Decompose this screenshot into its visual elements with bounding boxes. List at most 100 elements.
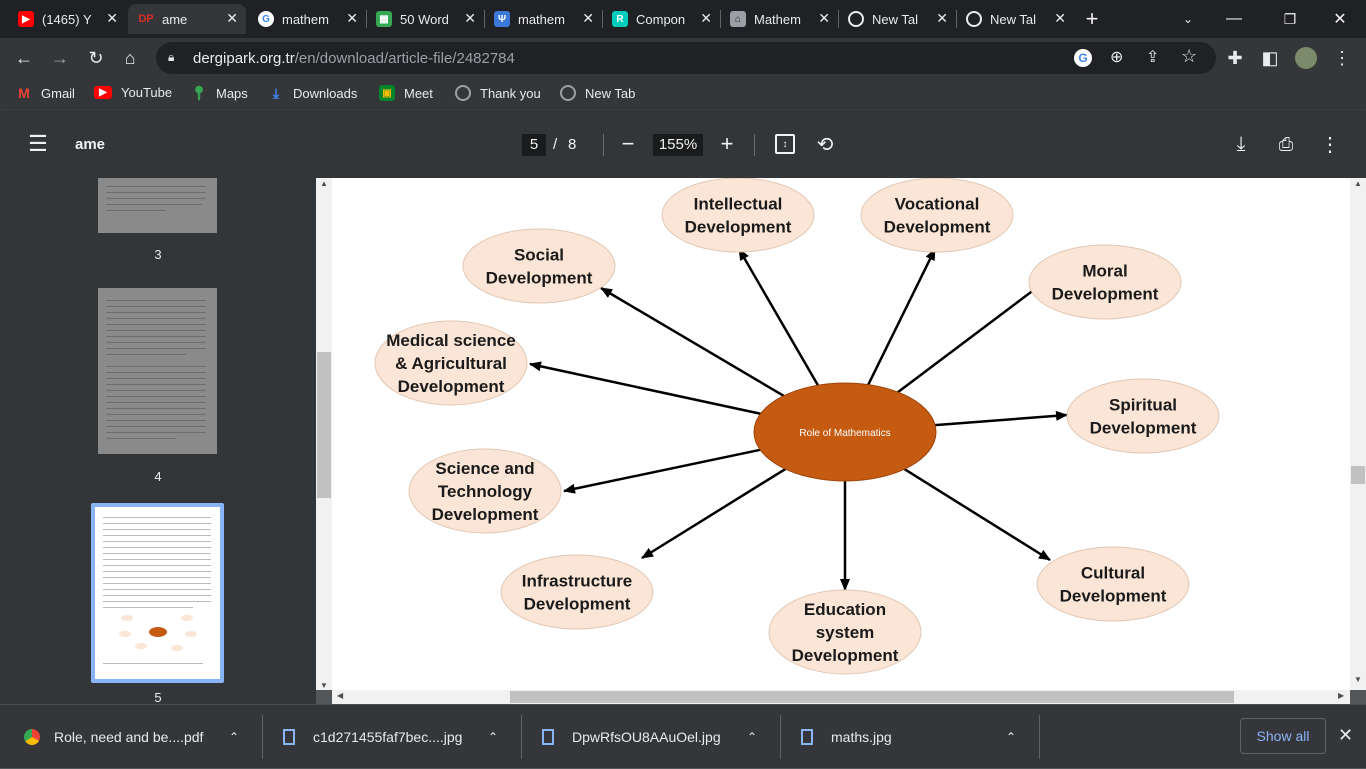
close-download-bar-icon[interactable]: ✕	[1338, 725, 1354, 745]
download-filename: c1d271455faf7bec....jpg	[313, 729, 463, 745]
tab-search-chevron-icon[interactable]: ⌄	[1182, 12, 1194, 26]
tab-50-words[interactable]: ▦ 50 Word ✕	[366, 4, 484, 34]
close-icon[interactable]: ✕	[818, 10, 830, 26]
page-thumbnail-5-selected[interactable]	[91, 503, 224, 683]
bookmark-youtube[interactable]: ▶ YouTube	[94, 85, 172, 100]
reload-button[interactable]: ↻	[88, 47, 104, 68]
sidebar-menu-icon[interactable]: ☰	[28, 131, 48, 156]
scroll-up-icon[interactable]: ▲	[1354, 179, 1362, 188]
download-icon[interactable]: ⤓	[1236, 132, 1246, 155]
scrollbar-thumb[interactable]	[1351, 466, 1365, 484]
close-icon[interactable]: ✕	[936, 10, 948, 26]
close-window-button[interactable]: ✕	[1333, 11, 1347, 28]
restore-button[interactable]: ❐	[1283, 10, 1297, 27]
page-thumbnail-3[interactable]	[98, 178, 217, 233]
minimize-button[interactable]: —	[1226, 10, 1242, 27]
diagram-node-label: Technology	[438, 482, 533, 501]
bookmark-label: Thank you	[480, 85, 541, 101]
scroll-left-icon[interactable]: ◀	[337, 691, 344, 700]
bookmark-thank-you[interactable]: Thank you	[455, 85, 541, 101]
new-tab-button[interactable]: +	[1085, 6, 1099, 31]
bookmark-gmail[interactable]: M Gmail	[16, 85, 75, 101]
download-item[interactable]: maths.jpg ⌃	[801, 705, 1031, 769]
pdf-title: ame	[75, 136, 106, 153]
diagram-node-label: Infrastructure	[522, 572, 633, 591]
vertical-scrollbar[interactable]: ▲ ▼	[1350, 178, 1366, 690]
tree-icon: Ψ	[494, 11, 510, 27]
bookmark-new-tab[interactable]: New Tab	[560, 85, 635, 101]
download-item[interactable]: Role, need and be....pdf ⌃	[24, 705, 254, 769]
diagram-arrow	[897, 282, 1044, 394]
rotate-icon[interactable]: ⟲	[816, 133, 834, 156]
chevron-up-icon[interactable]: ⌃	[747, 730, 758, 744]
scroll-right-icon[interactable]: ▶	[1338, 691, 1345, 700]
tab-mathematics-school[interactable]: ⌂ Mathem ✕	[720, 4, 838, 34]
scrollbar-thumb[interactable]	[317, 352, 331, 498]
left-scrollbar[interactable]: ▲ ▼	[316, 178, 332, 690]
scrollbar-thumb[interactable]	[510, 691, 1234, 703]
chevron-up-icon[interactable]: ⌃	[1006, 730, 1017, 744]
thumbnail-number: 5	[154, 690, 162, 704]
tab-label: Mathem	[754, 11, 801, 27]
chevron-up-icon[interactable]: ⌃	[229, 730, 240, 744]
download-item[interactable]: DpwRfsOU8AAuOel.jpg ⌃	[542, 705, 772, 769]
side-panel-icon[interactable]: ◧	[1261, 47, 1279, 68]
close-icon[interactable]: ✕	[700, 10, 712, 26]
show-all-button[interactable]: Show all	[1240, 718, 1326, 754]
page-number-input[interactable]: 5	[522, 134, 546, 156]
close-icon[interactable]: ✕	[1054, 10, 1066, 26]
school-icon: ⌂	[730, 11, 746, 27]
diagram-node-label: Development	[432, 505, 539, 524]
bookmark-star-icon[interactable]: ☆	[1181, 46, 1198, 66]
tab-dergipark-active[interactable]: DP ame ✕	[128, 4, 246, 34]
tab-mathematics-tree[interactable]: Ψ mathem ✕	[484, 4, 602, 34]
zoom-out-button[interactable]: −	[621, 131, 635, 156]
close-icon[interactable]: ✕	[106, 10, 118, 26]
bookmark-downloads[interactable]: ⤓ Downloads	[268, 85, 357, 101]
url-text[interactable]: dergipark.org.tr/en/download/article-fil…	[193, 50, 515, 67]
back-button[interactable]: ←	[15, 47, 33, 68]
bookmark-maps[interactable]: 📍︎ Maps	[190, 85, 248, 101]
tab-youtube[interactable]: ▶ (1465) Y ✕	[8, 4, 126, 34]
close-icon[interactable]: ✕	[226, 10, 238, 26]
close-icon[interactable]: ✕	[346, 10, 358, 26]
more-actions-icon[interactable]: ⋮	[1320, 133, 1340, 156]
menu-kebab-icon[interactable]: ⋮	[1333, 47, 1351, 68]
tab-google-search[interactable]: G mathem ✕	[248, 4, 366, 34]
scroll-down-icon[interactable]: ▼	[1354, 675, 1362, 684]
lock-icon[interactable]: 🔒︎	[168, 50, 175, 64]
tab-divider	[366, 10, 367, 28]
chevron-up-icon[interactable]: ⌃	[488, 730, 499, 744]
diagram-node-shape	[374, 320, 528, 406]
profile-avatar[interactable]	[1295, 47, 1317, 69]
share-icon[interactable]: ⇪	[1146, 49, 1160, 66]
diagram-arrow	[867, 248, 937, 386]
download-item[interactable]: c1d271455faf7bec....jpg ⌃	[283, 705, 513, 769]
home-button[interactable]: ⌂	[124, 47, 136, 68]
zoom-level-input[interactable]: 155%	[653, 134, 703, 156]
zoom-in-button[interactable]: +	[720, 131, 734, 156]
forward-button[interactable]: →	[51, 47, 69, 68]
page-thumbnail-4[interactable]	[98, 288, 217, 454]
bookmark-meet[interactable]: ▣ Meet	[379, 85, 433, 101]
close-icon[interactable]: ✕	[582, 10, 594, 26]
extensions-icon[interactable]: ✚	[1227, 47, 1243, 68]
scroll-down-icon[interactable]: ▼	[320, 681, 328, 690]
print-icon[interactable]: ⎙	[1278, 133, 1294, 154]
tab-label: mathem	[282, 11, 329, 27]
close-icon[interactable]: ✕	[464, 10, 476, 26]
address-bar[interactable]: 🔒︎ dergipark.org.tr/en/download/article-…	[156, 42, 1216, 74]
scroll-up-icon[interactable]: ▲	[320, 179, 328, 188]
chrome-icon	[24, 729, 40, 745]
google-lens-icon[interactable]: G	[1074, 49, 1092, 67]
gmail-icon: M	[18, 85, 30, 101]
zoom-icon[interactable]: ⊕	[1110, 49, 1124, 66]
tab-researchgate[interactable]: R Compon ✕	[602, 4, 720, 34]
tab-new-tab-1[interactable]: New Tal ✕	[838, 4, 956, 34]
horizontal-scrollbar[interactable]: ◀ ▶	[332, 690, 1350, 704]
chrome-icon	[848, 11, 864, 27]
tab-new-tab-2[interactable]: New Tal ✕	[956, 4, 1074, 34]
fit-to-page-icon[interactable]: ↕	[775, 134, 795, 154]
